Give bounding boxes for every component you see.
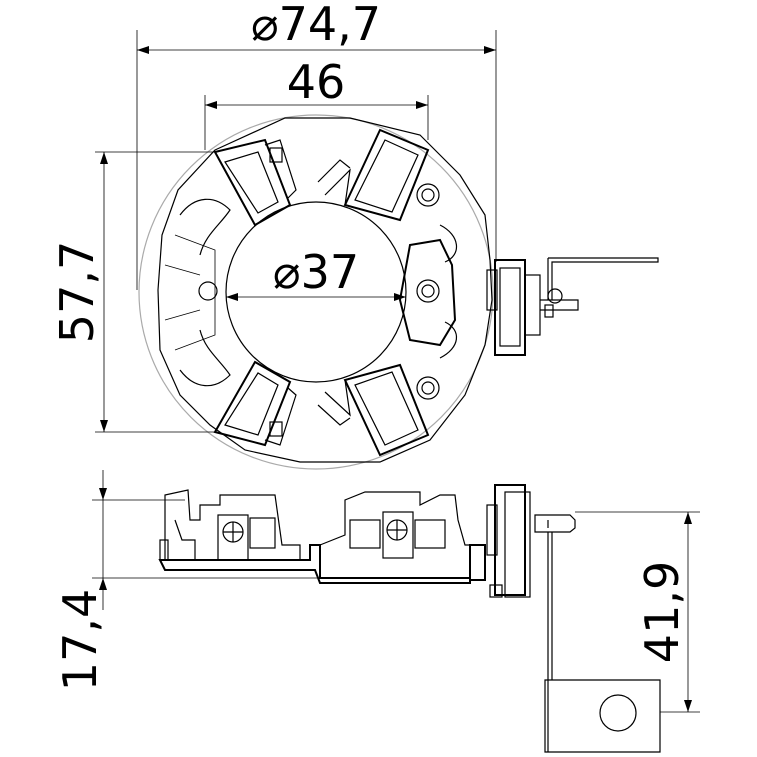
brush-holder-top-right (317, 128, 430, 222)
inner-bore (225, 201, 407, 383)
rivet-bottom (416, 376, 440, 400)
spring-left-bottom (179, 329, 231, 387)
body-outline (157, 117, 493, 463)
terminal-hole (599, 694, 637, 732)
spring-left-top (179, 198, 231, 256)
dim-inner-diameter: ⌀37 (273, 245, 359, 299)
side-base-plate (158, 544, 486, 584)
side-view: 17,4 41,9 (53, 470, 700, 753)
brush-holder-top-left (213, 138, 297, 227)
side-holder-left (164, 489, 301, 560)
rivet-center (416, 279, 440, 303)
side-screw-right (349, 511, 446, 559)
rivet-top (416, 183, 440, 207)
top-view: ⌀74,7 46 57,7 ⌀37 (50, 0, 659, 470)
right-bracket (398, 238, 457, 347)
left-rivet (198, 281, 218, 301)
outer-circle (138, 114, 494, 470)
side-terminal (486, 484, 661, 753)
dim-height: 57,7 (50, 241, 104, 343)
brush-holder-bottom-left (213, 360, 297, 447)
dim-outer-diameter: ⌀74,7 (251, 0, 381, 51)
side-connector (486, 257, 659, 356)
dim-side-height: 17,4 (53, 589, 107, 691)
dim-terminal-height: 41,9 (635, 561, 689, 663)
dim-width: 46 (287, 55, 346, 109)
brush-holder-bottom-right (317, 363, 430, 457)
side-holder-right (319, 491, 470, 546)
side-screw-left (217, 514, 276, 561)
